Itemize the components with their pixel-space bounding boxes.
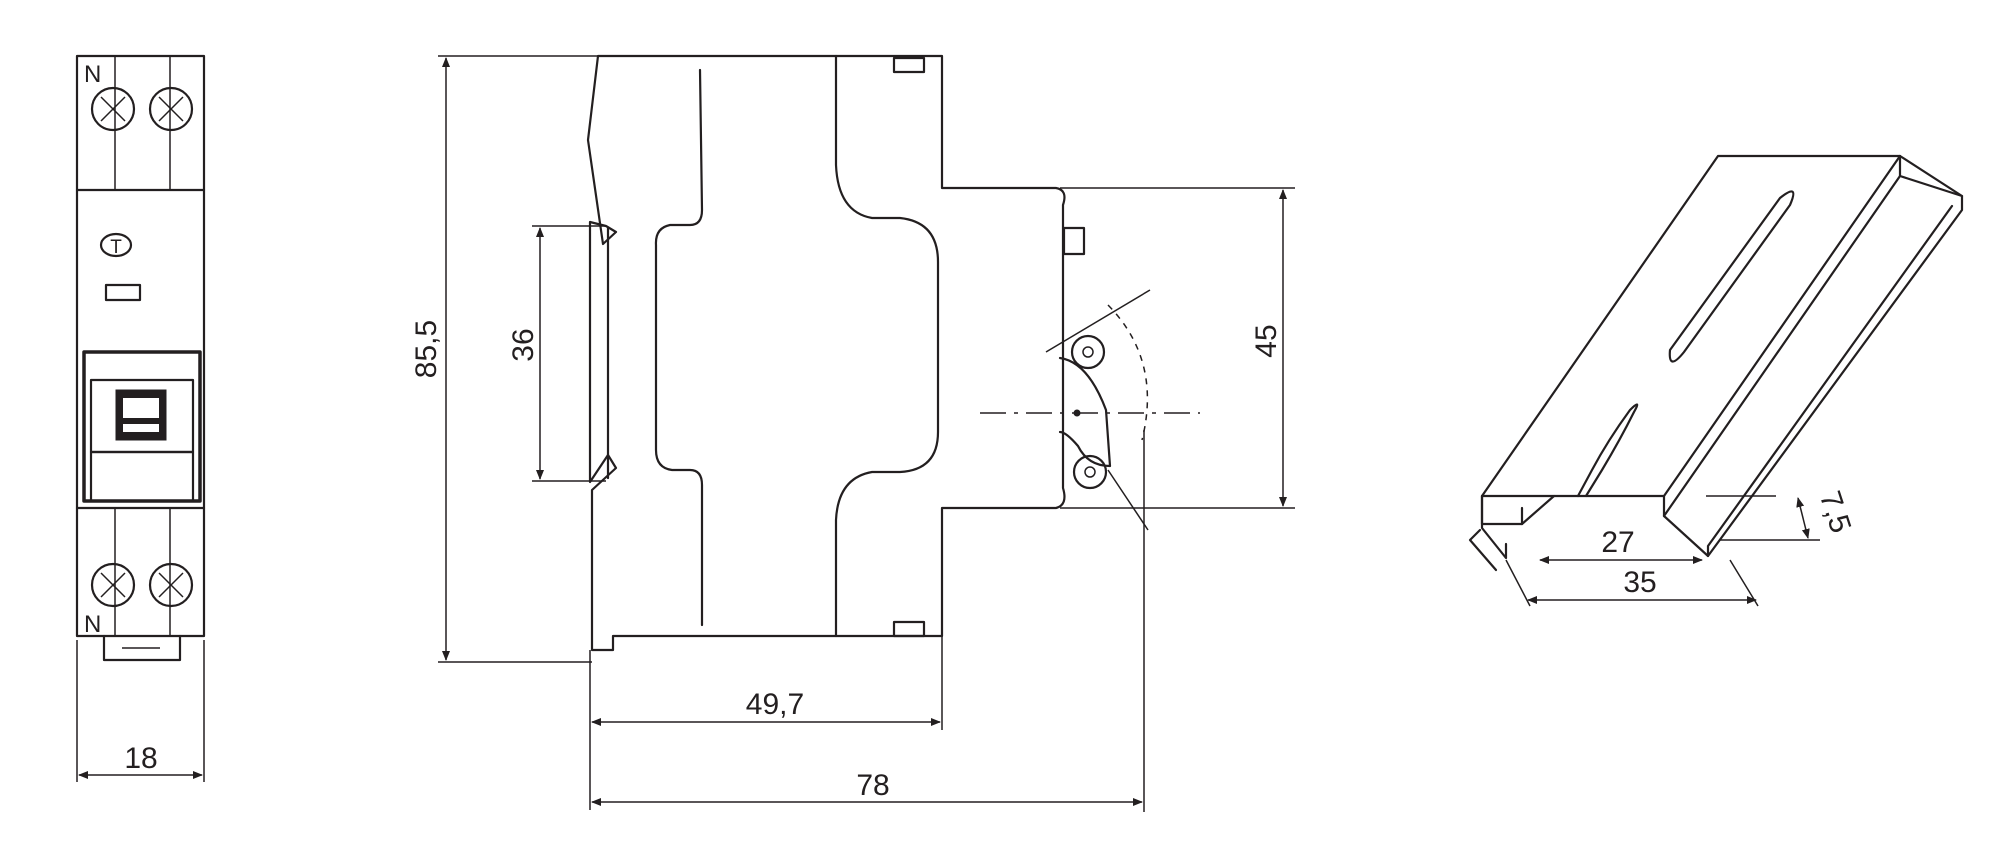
din-rail: 7,5 27 35 — [1468, 154, 1964, 607]
side-tab — [1062, 226, 1086, 256]
rail-slot — [1576, 403, 1639, 498]
rail-height-dimension-label: 7,5 — [1813, 487, 1857, 537]
terminal-screw-icon — [90, 562, 136, 608]
face-height-dimension: 45 — [1060, 187, 1295, 509]
test-button-label: T — [110, 237, 122, 258]
face-height-dimension-label: 45 — [1250, 324, 1283, 357]
outer-width-dimension: 35 — [1505, 559, 1759, 607]
din-clip — [102, 634, 182, 662]
front-view: N N T 18 — [75, 54, 206, 782]
terminal-screw-icon — [148, 86, 194, 132]
rail-height-dimension: 7,5 — [1706, 487, 1857, 541]
total-depth-dimension-label: 78 — [856, 769, 889, 802]
inner-width-dimension-label: 27 — [1601, 526, 1634, 559]
body-contour — [654, 68, 704, 627]
device-outline — [75, 54, 206, 638]
neutral-label-bottom: N — [84, 611, 101, 638]
indicator-window — [104, 283, 142, 302]
terminal-screw-icon — [148, 562, 194, 608]
top-latch — [892, 56, 926, 74]
front-depth-dimension: 49,7 — [589, 636, 943, 810]
rail-outline — [1480, 154, 1902, 498]
test-button-icon — [99, 232, 133, 258]
outer-width-dimension-label: 35 — [1623, 566, 1656, 599]
inner-width-dimension: 27 — [1539, 526, 1703, 564]
side-profile-outline — [586, 54, 1066, 652]
total-depth-dimension: 78 — [591, 430, 1145, 812]
bottom-latch — [892, 620, 926, 638]
rail-slot — [1668, 190, 1795, 363]
neutral-label-top: N — [84, 61, 101, 88]
front-depth-dimension-label: 49,7 — [746, 688, 804, 721]
height-dimension-label: 85,5 — [410, 320, 443, 378]
width-dimension-label: 18 — [124, 742, 157, 775]
side-view: 85,5 36 45 49,7 78 — [410, 54, 1295, 812]
rail-slot-dimension: 36 — [507, 225, 606, 482]
rotary-handle — [1045, 289, 1151, 531]
width-dimension: 18 — [76, 640, 205, 782]
terminal-screw-icon — [90, 86, 136, 132]
rail-slot-dimension-label: 36 — [507, 328, 540, 361]
height-dimension: 85,5 — [410, 55, 600, 663]
toggle-lever — [82, 350, 202, 503]
body-contour — [834, 54, 940, 638]
